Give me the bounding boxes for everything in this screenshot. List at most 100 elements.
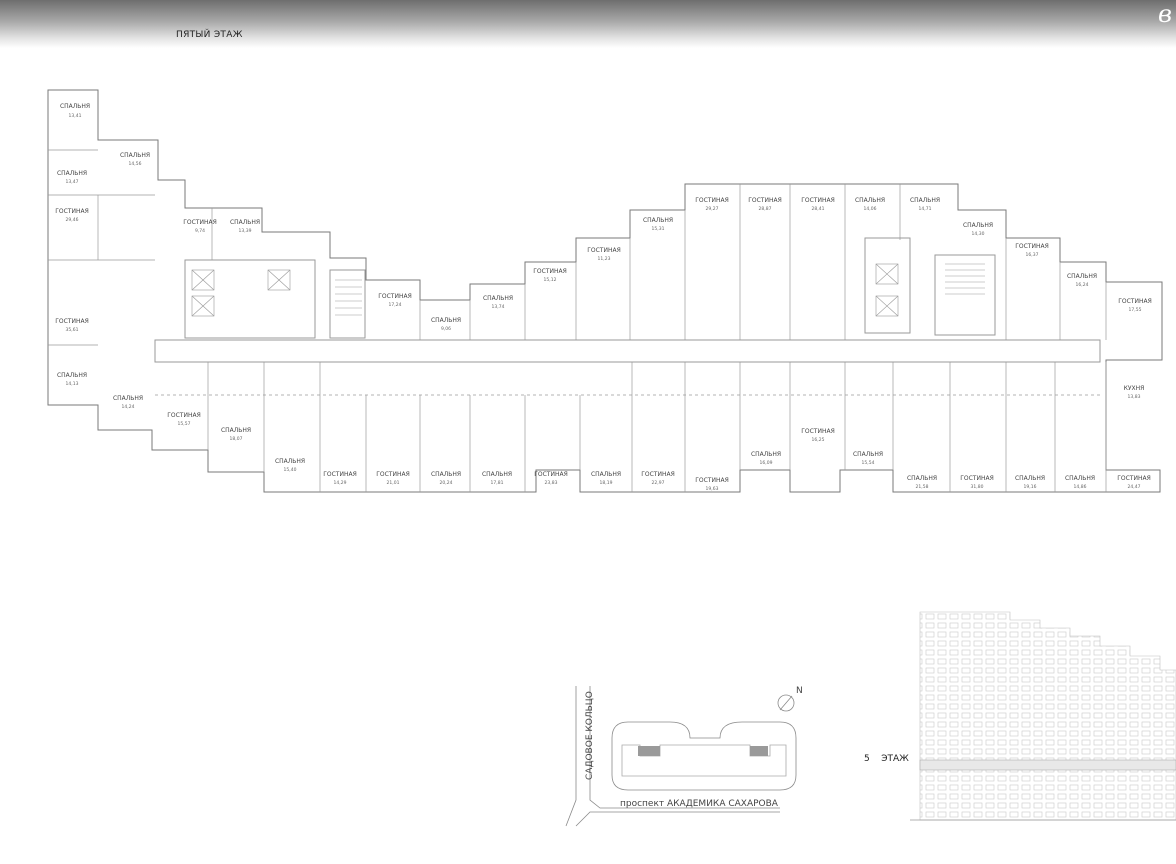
room-area: 28,41 xyxy=(812,206,825,212)
street-label-vertical: САДОВОЕ КОЛЬЦО xyxy=(585,691,595,780)
stairwell-steps xyxy=(335,263,985,316)
highlighted-floor-band xyxy=(919,759,1176,771)
room-area: 13,41 xyxy=(69,113,82,119)
room-area: 14,29 xyxy=(334,480,347,486)
room-area: 21,01 xyxy=(387,480,400,486)
room-area: 29,27 xyxy=(706,206,719,212)
floor-word: ЭТАЖ xyxy=(881,754,909,764)
floor-indicator: 5 ЭТАЖ xyxy=(864,754,909,764)
room-label: ГОСТИНАЯ xyxy=(1015,243,1049,250)
room-label: ГОСТИНАЯ xyxy=(1117,475,1151,482)
room-area: 18,07 xyxy=(230,436,243,442)
room-label: СПАЛЬНЯ xyxy=(643,217,673,224)
room-area: 14,86 xyxy=(1074,484,1087,490)
room-label: ГОСТИНАЯ xyxy=(641,471,675,478)
street-label-horizontal: проспект АКАДЕМИКА САХАРОВА xyxy=(620,799,779,809)
room-label: ГОСТИНАЯ xyxy=(376,471,410,478)
room-label: СПАЛЬНЯ xyxy=(60,103,90,110)
room-area: 14,06 xyxy=(864,206,877,212)
room-label: СПАЛЬНЯ xyxy=(1067,273,1097,280)
room-label: СПАЛЬНЯ xyxy=(853,451,883,458)
room-label: ГОСТИНАЯ xyxy=(533,268,567,275)
room-label: СПАЛЬНЯ xyxy=(1065,475,1095,482)
room-area: 28,87 xyxy=(759,206,772,212)
room-label: ГОСТИНАЯ xyxy=(748,197,782,204)
room-area: 16,25 xyxy=(812,437,825,443)
room-label: ГОСТИНАЯ xyxy=(55,208,89,215)
room-area: 13,47 xyxy=(66,179,79,185)
room-area: 22,97 xyxy=(652,480,665,486)
room-area: 14,13 xyxy=(66,381,79,387)
room-area: 17,55 xyxy=(1129,307,1142,313)
room-area: 16,24 xyxy=(1076,282,1089,288)
room-area: 18,19 xyxy=(600,480,613,486)
room-label: СПАЛЬНЯ xyxy=(482,471,512,478)
room-label: СПАЛЬНЯ xyxy=(963,222,993,229)
room-label: ГОСТИНАЯ xyxy=(323,471,357,478)
room-label: СПАЛЬНЯ xyxy=(221,427,251,434)
room-label: СПАЛЬНЯ xyxy=(230,219,260,226)
room-label: ГОСТИНАЯ xyxy=(587,247,621,254)
room-label: СПАЛЬНЯ xyxy=(431,471,461,478)
room-area: 14,24 xyxy=(122,404,135,410)
room-area: 9,06 xyxy=(441,326,451,332)
partition-walls-bottom xyxy=(48,344,1107,492)
compass-icon xyxy=(777,694,795,712)
room-area: 14,30 xyxy=(972,231,985,237)
elevator-shafts xyxy=(191,263,899,317)
room-area: 14,71 xyxy=(919,206,932,212)
room-label: СПАЛЬНЯ xyxy=(57,372,87,379)
room-label: ГОСТИНАЯ xyxy=(801,197,835,204)
room-area: 20,24 xyxy=(440,480,453,486)
partition-walls-top xyxy=(48,149,1107,340)
room-area: 31,80 xyxy=(971,484,984,490)
room-area: 19,16 xyxy=(1024,484,1037,490)
room-label: СПАЛЬНЯ xyxy=(483,295,513,302)
room-label: СПАЛЬНЯ xyxy=(113,395,143,402)
room-label: ГОСТИНАЯ xyxy=(1118,298,1152,305)
room-label: СПАЛЬНЯ xyxy=(910,197,940,204)
room-labels-bottom: ГОСТИНАЯ 35,61 СПАЛЬНЯ 14,13 СПАЛЬНЯ 14,… xyxy=(55,318,1151,492)
room-label: СПАЛЬНЯ xyxy=(120,152,150,159)
room-label: СПАЛЬНЯ xyxy=(275,458,305,465)
room-area: 15,31 xyxy=(652,226,665,232)
room-area: 15,40 xyxy=(284,467,297,473)
north-label: N xyxy=(796,686,803,696)
room-area: 35,61 xyxy=(66,327,79,333)
room-area: 13,74 xyxy=(492,304,505,310)
brand-logo-glyph: в xyxy=(1158,0,1172,28)
room-label: СПАЛЬНЯ xyxy=(591,471,621,478)
room-label: ГОСТИНАЯ xyxy=(378,293,412,300)
room-area: 24,47 xyxy=(1128,484,1141,490)
room-label: ГОСТИНАЯ xyxy=(183,219,217,226)
room-label: ГОСТИНАЯ xyxy=(55,318,89,325)
room-label: КУХНЯ xyxy=(1124,385,1145,392)
room-area: 21,58 xyxy=(916,484,929,490)
room-area: 16,37 xyxy=(1026,252,1039,258)
room-label: ГОСТИНАЯ xyxy=(695,197,729,204)
room-label: ГОСТИНАЯ xyxy=(167,412,201,419)
room-label: ГОСТИНАЯ xyxy=(801,428,835,435)
room-label: СПАЛЬНЯ xyxy=(855,197,885,204)
room-label: СПАЛЬНЯ xyxy=(751,451,781,458)
room-label: ГОСТИНАЯ xyxy=(695,477,729,484)
room-area: 29,46 xyxy=(66,217,79,223)
room-area: 14,56 xyxy=(129,161,142,167)
room-area: 13,83 xyxy=(1128,394,1141,400)
room-label: СПАЛЬНЯ xyxy=(57,170,87,177)
room-area: 17,81 xyxy=(491,480,504,486)
room-label: ГОСТИНАЯ xyxy=(960,475,994,482)
header-gradient-bar: в xyxy=(0,0,1176,48)
room-labels-top: СПАЛЬНЯ 13,41 СПАЛЬНЯ 13,47 СПАЛЬНЯ 14,5… xyxy=(55,103,1152,332)
room-area: 16,09 xyxy=(760,460,773,466)
room-area: 23,83 xyxy=(545,480,558,486)
room-area: 15,54 xyxy=(862,460,875,466)
site-plan xyxy=(565,686,797,827)
room-label: СПАЛЬНЯ xyxy=(1015,475,1045,482)
room-area: 15,57 xyxy=(178,421,191,427)
room-label: СПАЛЬНЯ xyxy=(431,317,461,324)
building-outline xyxy=(47,89,1163,493)
room-area: 19,63 xyxy=(706,486,719,492)
room-area: 15,12 xyxy=(544,277,557,283)
